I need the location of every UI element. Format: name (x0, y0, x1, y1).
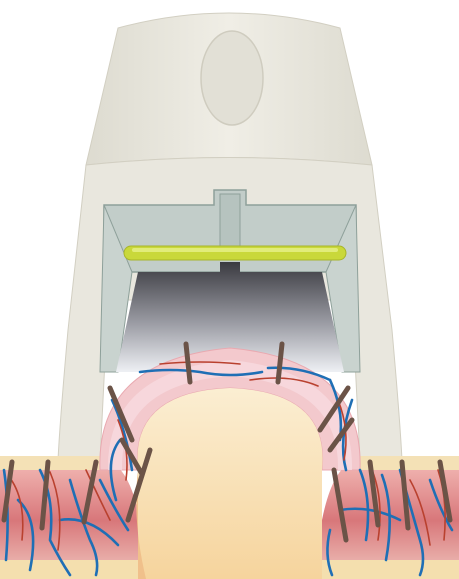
filter-band (124, 246, 346, 260)
fat-core (137, 388, 322, 579)
applicator-oval-button (201, 31, 263, 125)
inner-frame-stem (220, 194, 240, 252)
